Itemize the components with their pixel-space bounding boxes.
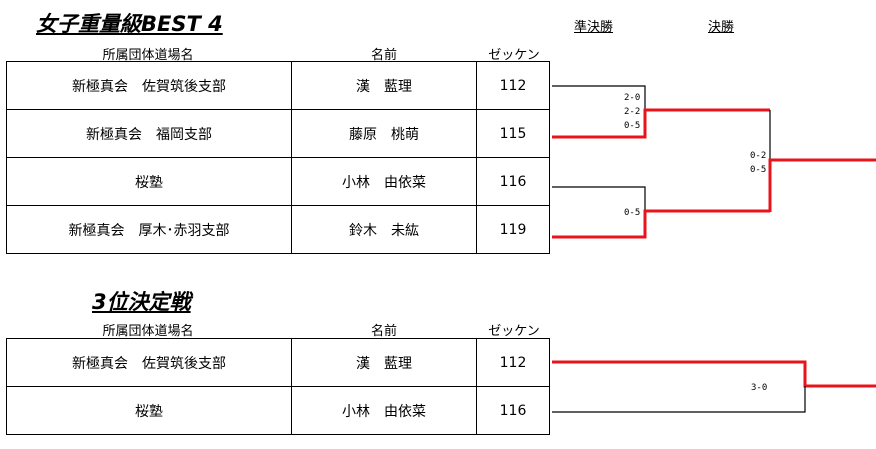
bracket-winner-line [552, 108, 770, 139]
table-row: 新極真会 佐賀筑後支部 漢 藍理 112 [6, 61, 550, 110]
table-row: 新極真会 佐賀筑後支部 漢 藍理 112 [6, 338, 550, 387]
third-place-table: 新極真会 佐賀筑後支部 漢 藍理 112 桜塾 小林 由依菜 116 [6, 338, 550, 435]
best4-header-name: 名前 [370, 48, 397, 63]
score-label: 3-0 [751, 383, 767, 393]
table-row: 新極真会 厚木･赤羽支部 鈴木 未紘 119 [6, 205, 550, 254]
name-cell: 鈴木 未紘 [291, 205, 477, 254]
third-header-bib: ゼッケン [488, 324, 540, 339]
best4-header-dojo: 所属団体道場名 [102, 48, 194, 63]
score-label: 2-0 [624, 93, 640, 103]
score-label: 0-5 [750, 165, 766, 175]
third-header-name: 名前 [370, 324, 397, 339]
best4-table: 新極真会 佐賀筑後支部 漢 藍理 112 新極真会 福岡支部 藤原 桃萌 115… [6, 61, 550, 254]
semifinal-label: 準決勝 [574, 20, 614, 35]
third-place-title: 3位決定戦 [92, 290, 191, 314]
dojo-cell: 桜塾 [6, 386, 292, 435]
best4-header-bib: ゼッケン [488, 48, 540, 63]
bib-cell: 116 [476, 386, 550, 435]
bracket-winner-line [552, 360, 876, 388]
score-label: 0-5 [624, 208, 640, 218]
bracket-line [552, 186, 646, 212]
bib-cell: 112 [476, 61, 550, 110]
table-row: 桜塾 小林 由依菜 116 [6, 386, 550, 435]
bib-cell: 112 [476, 338, 550, 387]
score-label: 0-2 [750, 151, 766, 161]
score-label: 2-2 [624, 107, 640, 117]
name-cell: 藤原 桃萌 [291, 109, 477, 158]
name-cell: 小林 由依菜 [291, 157, 477, 206]
bracket-winner-line [768, 158, 876, 212]
score-label: 0-5 [624, 121, 640, 131]
third-header-dojo: 所属団体道場名 [102, 324, 194, 339]
name-cell: 小林 由依菜 [291, 386, 477, 435]
best4-title: 女子重量級BEST 4 [36, 12, 223, 36]
bib-cell: 115 [476, 109, 550, 158]
dojo-cell: 新極真会 佐賀筑後支部 [6, 61, 292, 110]
final-label: 決勝 [708, 20, 735, 35]
bracket-line [552, 85, 646, 112]
bracket-winner-line [552, 209, 770, 239]
dojo-cell: 新極真会 厚木･赤羽支部 [6, 205, 292, 254]
bracket-line [552, 386, 806, 413]
bib-cell: 119 [476, 205, 550, 254]
dojo-cell: 新極真会 佐賀筑後支部 [6, 338, 292, 387]
